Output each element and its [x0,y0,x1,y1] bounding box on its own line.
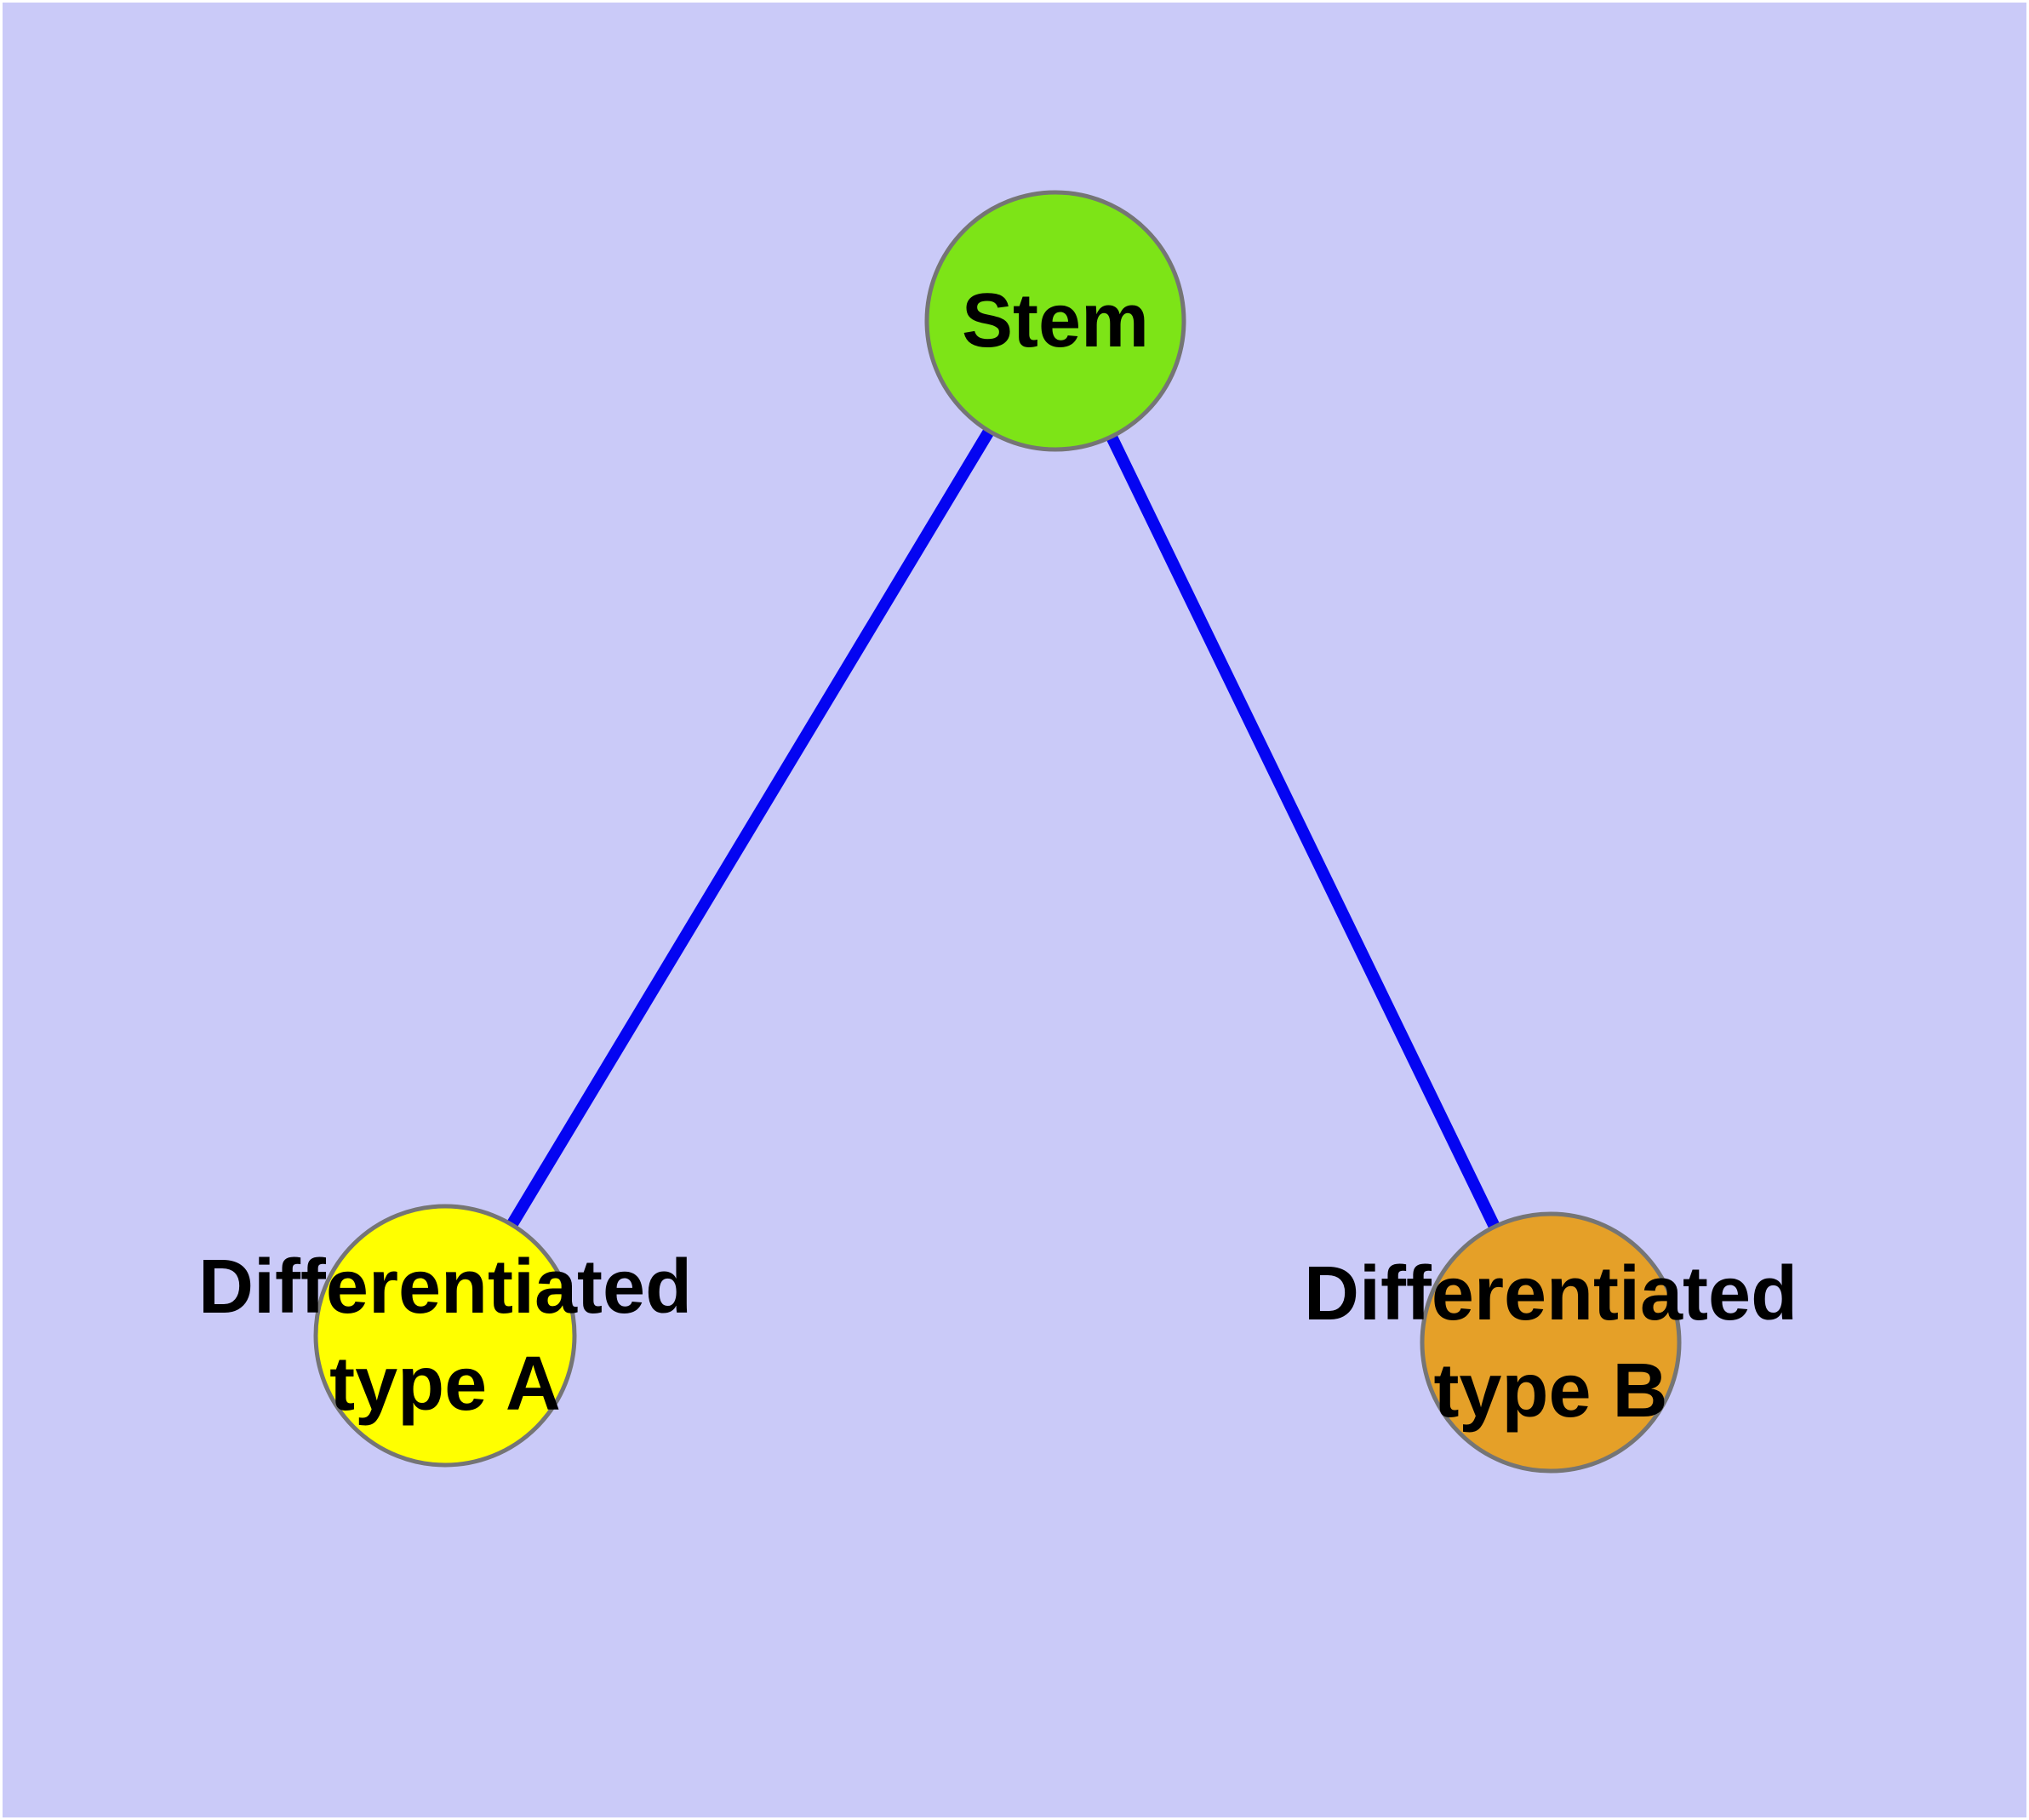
graph-svg [313,190,1682,1474]
node-stem-circle [924,190,1186,452]
edge-stem-type-b [1049,318,1557,1346]
edge-stem-type-a [440,318,1060,1339]
node-type-a-circle [313,1204,577,1468]
node-type-b-circle [1420,1211,1682,1474]
